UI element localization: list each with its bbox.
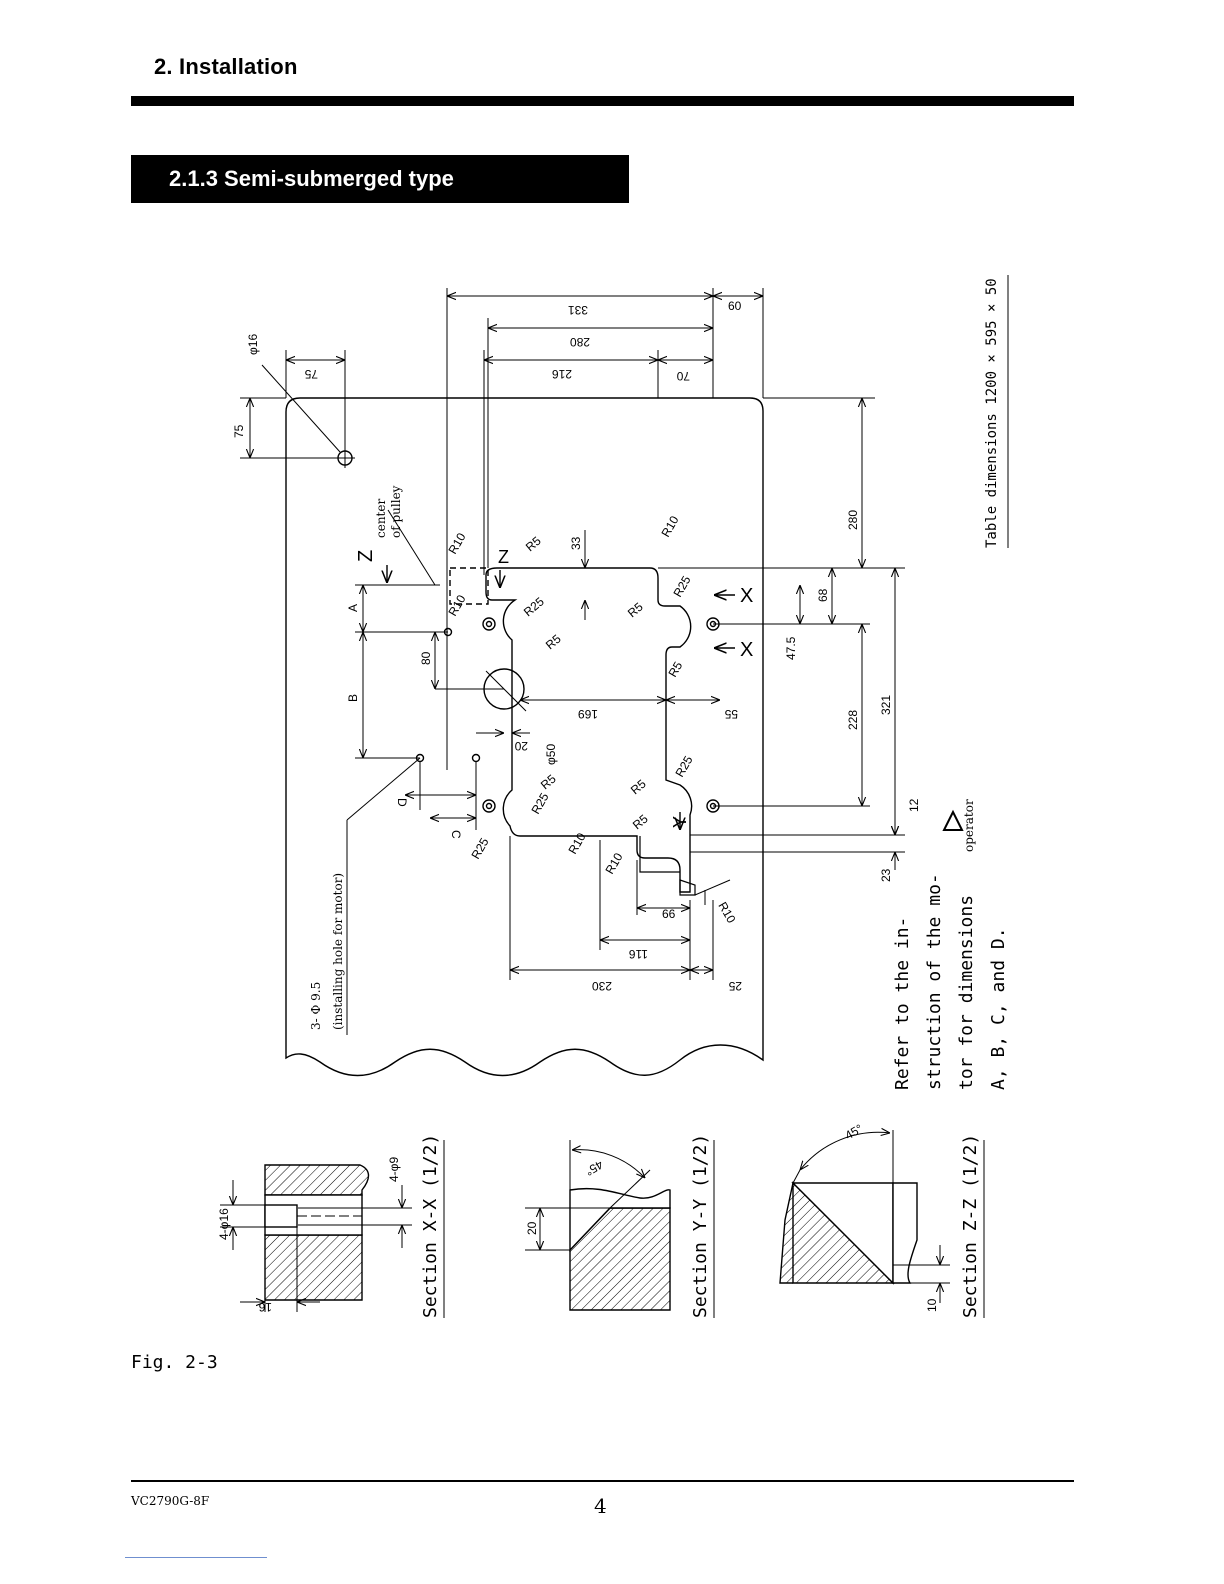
page-number: 4 [594, 1494, 607, 1518]
dimension-label: operator [962, 799, 976, 852]
dimension-label: 280 [846, 510, 860, 530]
dimension-label: 55 [724, 707, 738, 721]
dimension-label: 33 [569, 536, 583, 550]
section-zz [779, 1130, 950, 1303]
dimension-label: 169 [578, 707, 598, 721]
dimension-label: 25 [728, 979, 742, 993]
dimension-label: 12 [907, 798, 921, 812]
dimension-label: X [740, 639, 753, 661]
dimension-label: R25 [468, 835, 491, 861]
dimension-label: A, B, C, and D. [988, 927, 1009, 1090]
hinge-holes [482, 617, 720, 813]
dimension-label: X [740, 585, 753, 607]
dimension-label: R5 [543, 632, 564, 653]
banner-title: 2.1.3 Semi-submerged type [169, 166, 454, 191]
dimension-label: Table dimensions 1200 × 595 × 50 [984, 278, 1000, 548]
dimension-label: D [395, 798, 409, 807]
dimension-label: (installing hole for motor) [331, 873, 345, 1030]
dimension-label: R10 [715, 900, 738, 926]
dimension-label: 47.5 [784, 636, 798, 660]
dimension-label: Y [670, 816, 690, 828]
dimension-label: R25 [521, 594, 547, 619]
dimension-label: C [449, 830, 463, 839]
dimension-label: R5 [523, 534, 544, 555]
dimension-label: 321 [879, 695, 893, 715]
dimension-label: R5 [538, 772, 559, 793]
dimension-label: R25 [672, 753, 695, 779]
dimension-label: R25 [528, 790, 551, 816]
dimension-label: 75 [304, 367, 318, 381]
dimension-label: Refer to the in- [892, 917, 913, 1090]
dimension-label: center [374, 499, 388, 538]
dimension-label: 228 [846, 710, 860, 730]
dimension-label: 10 [925, 1298, 939, 1312]
dimension-label: φ50 [544, 744, 558, 765]
dimension-label: 20 [514, 739, 528, 753]
dimension-label: Section Y-Y (1/2) [690, 1134, 711, 1318]
dimension-label: R10 [658, 513, 681, 539]
dimension-label: R10 [445, 592, 468, 618]
section-xx [220, 1164, 412, 1312]
dimension-label: Section Z-Z (1/2) [960, 1134, 981, 1318]
section-yy [525, 1140, 671, 1311]
dimension-label: R25 [670, 573, 693, 599]
dimension-label: 68 [816, 588, 830, 602]
dimension-label: 45° [843, 1121, 866, 1142]
dimension-label: R5 [665, 659, 685, 680]
dimension-label: struction of the mo- [924, 873, 945, 1090]
table-outline [285, 397, 764, 1077]
document-id: VC2790G-8F [131, 1494, 210, 1508]
dimension-label: 80 [419, 651, 433, 665]
dimension-label: B [346, 694, 360, 702]
dimension-label: φ16 [246, 334, 260, 355]
dimension-label: 216 [552, 367, 572, 381]
dimension-label: R5 [630, 812, 651, 833]
dimension-label: R5 [628, 777, 649, 798]
dimension-label: R10 [602, 850, 625, 876]
dimension-label: 280 [570, 335, 590, 349]
dimension-label: 116 [629, 947, 648, 961]
sewing-cutout [485, 567, 693, 893]
dimension-label: of pulley [389, 485, 403, 538]
dimension-label: 3- Φ 9.5 [309, 982, 323, 1030]
dimension-label: Z [355, 550, 377, 562]
dimension-label: 4-φ16 [217, 1208, 231, 1240]
dimension-label: 4-φ9 [387, 1157, 401, 1182]
dimension-label: 66 [662, 907, 676, 921]
header-rule [131, 96, 1074, 106]
dimension-label: 75 [232, 424, 246, 438]
dimension-label: Z [498, 547, 509, 567]
footer-rule [131, 1480, 1074, 1482]
dimension-label: 45° [583, 1157, 606, 1178]
operator-triangle [942, 809, 964, 831]
dimension-label: R5 [625, 600, 646, 621]
dimension-label: 230 [592, 979, 612, 993]
figure-caption: Fig. 2-3 [131, 1352, 218, 1373]
section-header: 2. Installation [154, 54, 298, 79]
dimension-label: Section X-X (1/2) [420, 1134, 441, 1318]
dimension-label: 331 [568, 303, 588, 317]
dimension-label: tor for dimensions [956, 895, 977, 1090]
dimension-label: 16 [258, 1300, 272, 1314]
dimension-label: A [346, 604, 360, 612]
dimension-label: R10 [565, 830, 588, 856]
dimension-label: R10 [445, 530, 468, 556]
link-underline [125, 1557, 267, 1558]
dimension-label: 23 [879, 868, 893, 882]
dimension-label: 60 [728, 299, 742, 313]
dimension-label: 70 [676, 369, 690, 383]
section-banner: 2.1.3 Semi-submerged type [131, 155, 629, 203]
dimension-label: 20 [525, 1221, 539, 1235]
